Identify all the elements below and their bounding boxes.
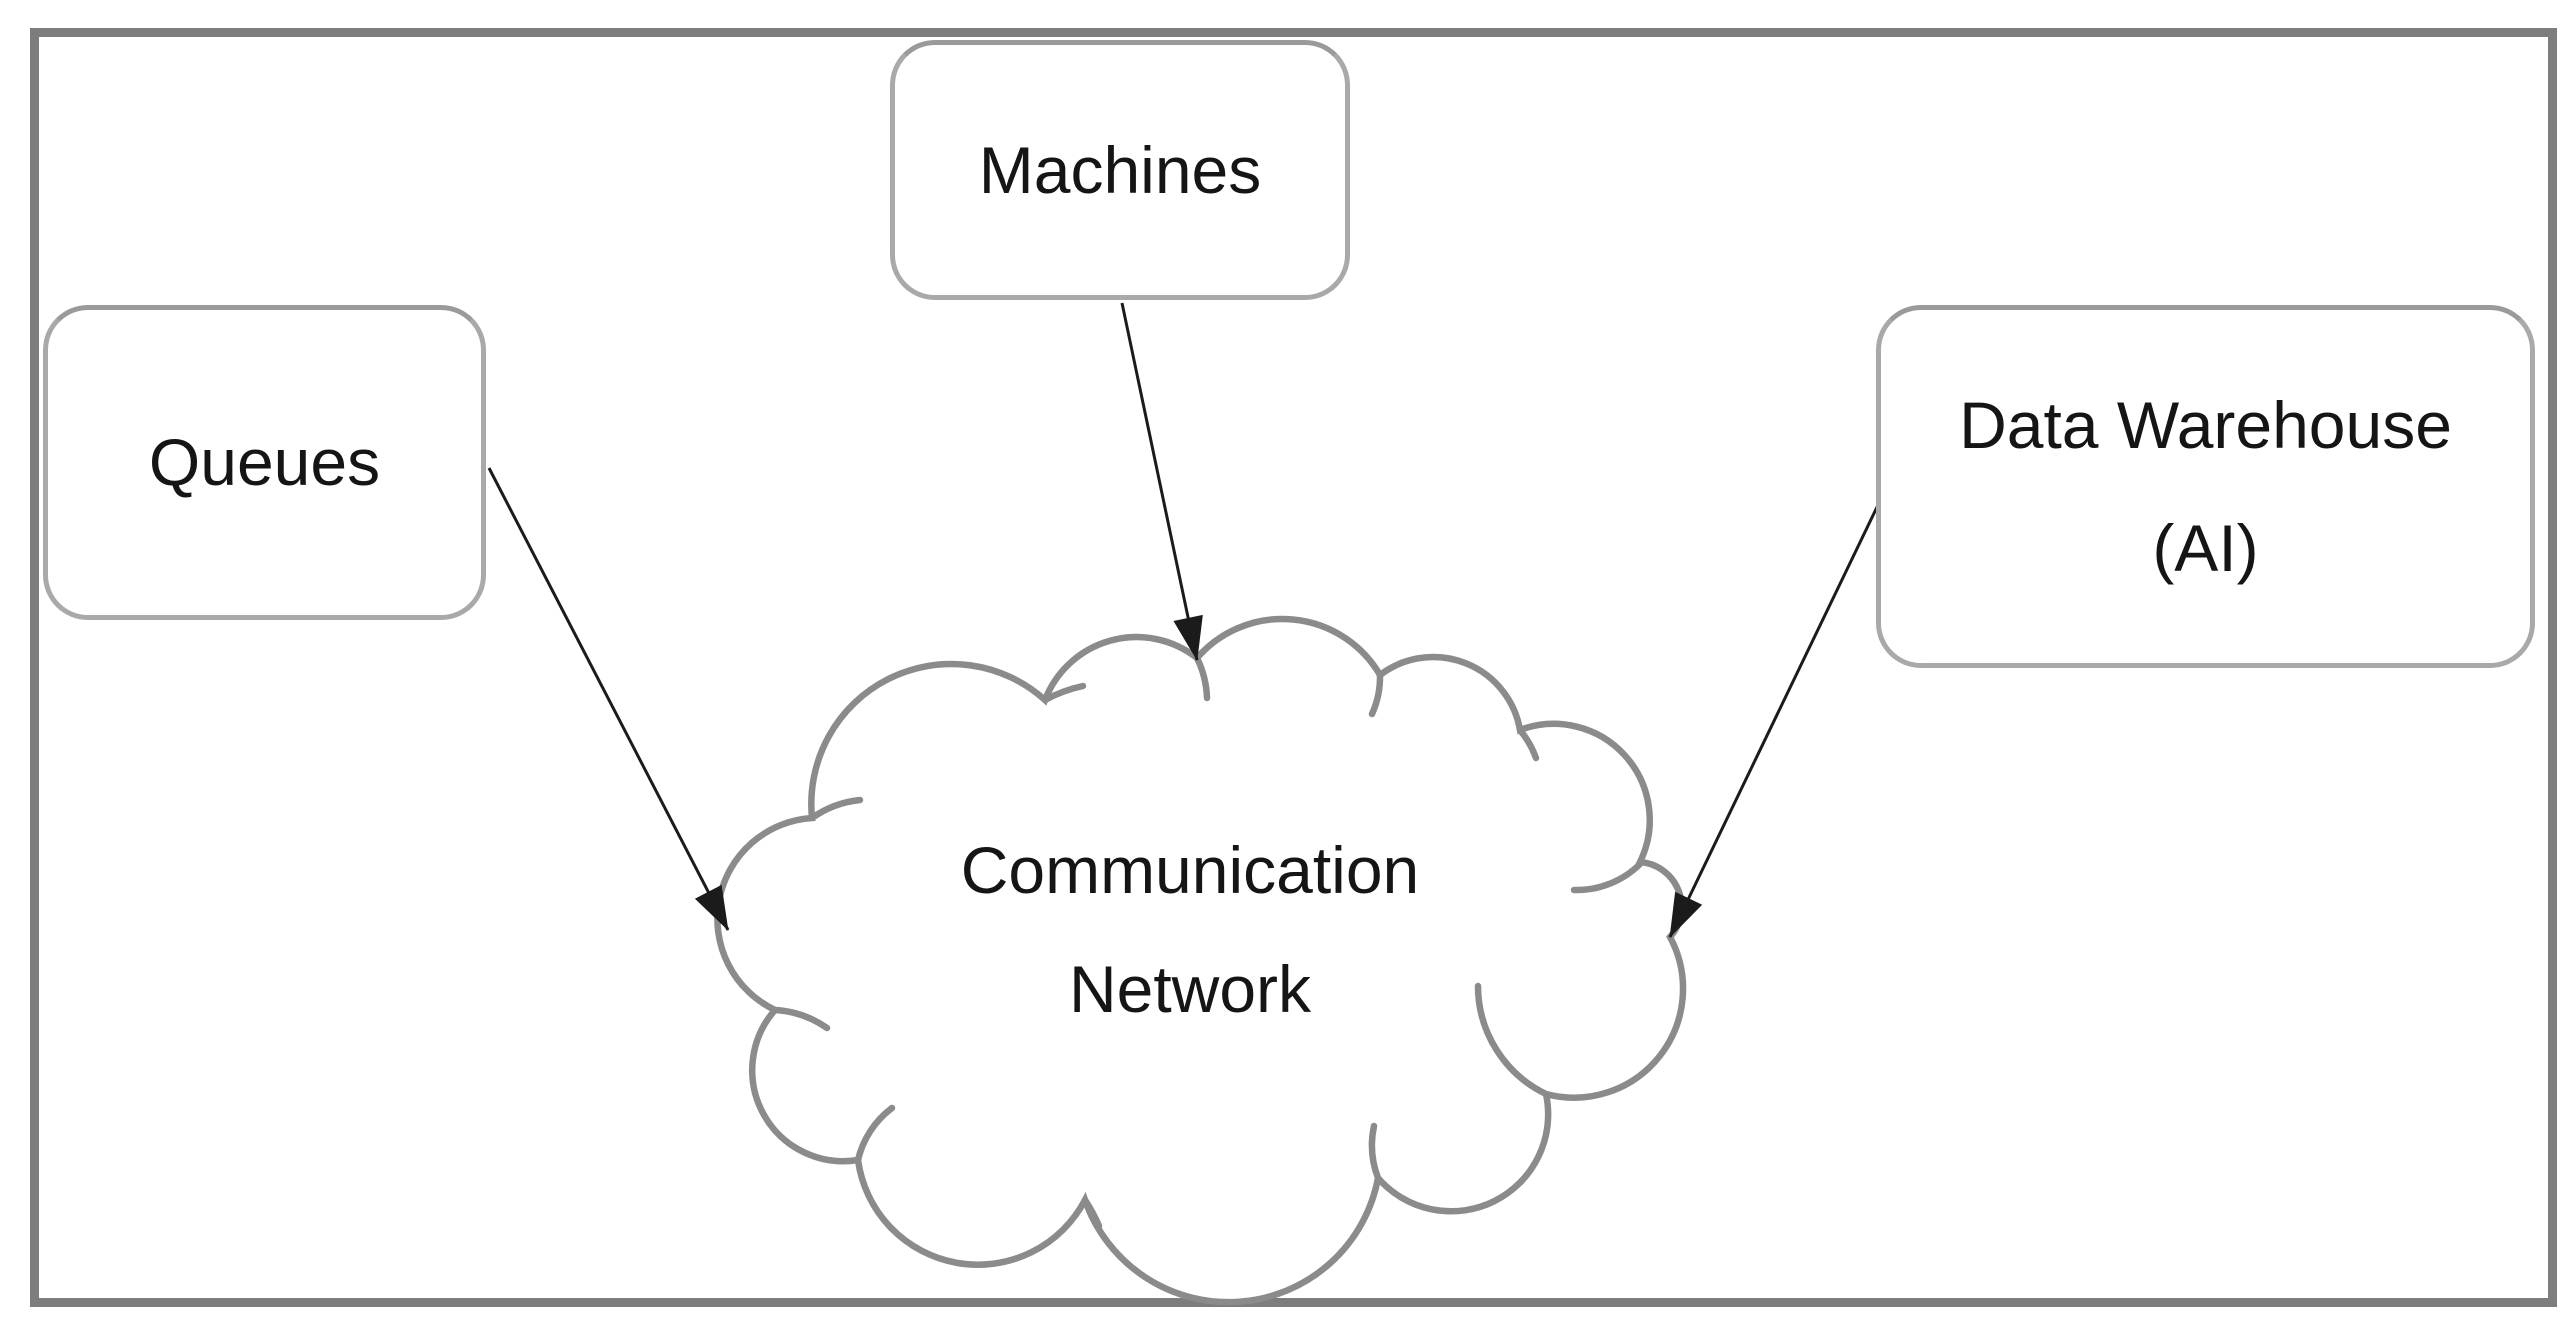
node-queues: Queues (43, 305, 486, 620)
node-machines-label: Machines (978, 132, 1262, 207)
arrow-warehouse-to-cloud (1668, 504, 1880, 938)
cloud-label-line2: Network (1068, 951, 1312, 1026)
node-machines: Machines (890, 40, 1350, 300)
arrow-machines-to-cloud (1120, 302, 1203, 661)
node-queues-label: Queues (148, 425, 381, 500)
outer-border (30, 28, 2557, 1307)
cloud-label-line1: Communication (960, 833, 1420, 907)
cloud-arc-hooks (771, 654, 1644, 1230)
node-data-warehouse-label: Data Warehouse (1959, 387, 2452, 462)
arrow-queues-to-cloud (487, 467, 730, 931)
node-data-warehouse-sublabel: (AI) (2152, 510, 2259, 585)
node-data-warehouse: Data Warehouse (AI) (1876, 305, 2535, 668)
cloud-label: Communication Network (890, 811, 1490, 1049)
